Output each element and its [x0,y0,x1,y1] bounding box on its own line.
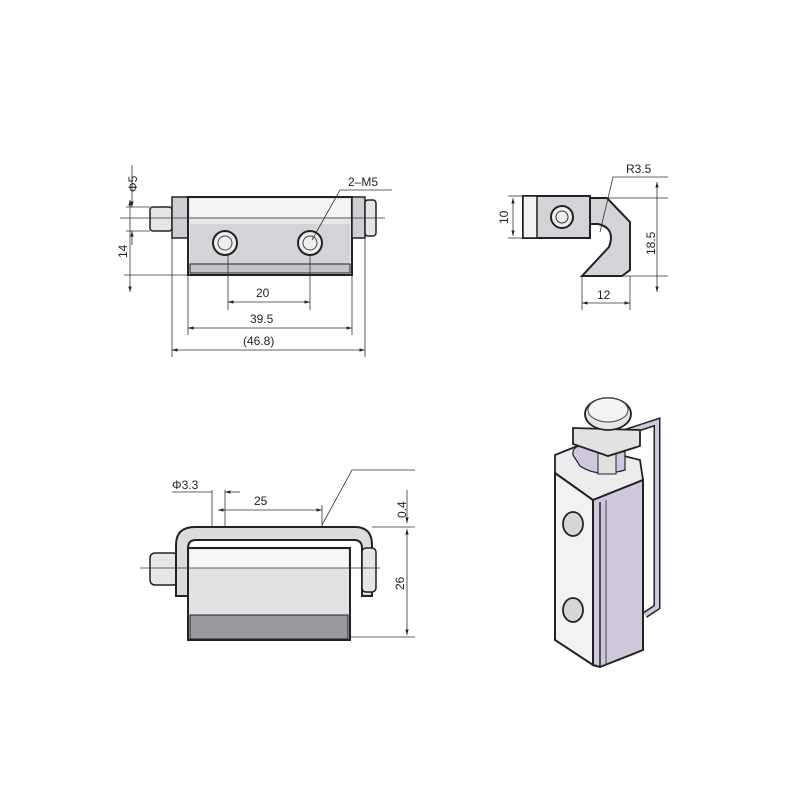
dim-top-height: 26 [393,576,407,590]
dim-block-height: 10 [497,210,511,224]
dim-top-hole-spacing: 25 [254,494,268,508]
top-view: Φ3.3 25 0.4 26 [140,469,415,641]
hole [297,230,323,256]
side-view: 10 18.5 12 R3.5 [497,162,668,310]
dim-height: 14 [116,244,130,258]
dim-hook-width: 12 [597,288,611,302]
dim-overall-height: 18.5 [644,231,658,255]
dim-hole-diameter: Φ3.3 [172,478,199,492]
dim-radius: R3.5 [626,162,652,176]
dim-overall-width: (46.8) [243,334,274,348]
front-view: Φ5 14 20 39.5 (46.8) 2–M5 [116,165,392,357]
iso-hole [562,511,584,537]
dim-gap: 0.4 [395,501,409,518]
isometric-view [554,397,661,669]
iso-hole [562,597,584,623]
dim-body-width: 39.5 [250,312,274,326]
dim-pin-diameter: Φ5 [126,175,140,192]
hole [212,230,238,256]
thread-callout: 2–M5 [348,175,378,189]
dim-hole-spacing: 20 [256,286,270,300]
